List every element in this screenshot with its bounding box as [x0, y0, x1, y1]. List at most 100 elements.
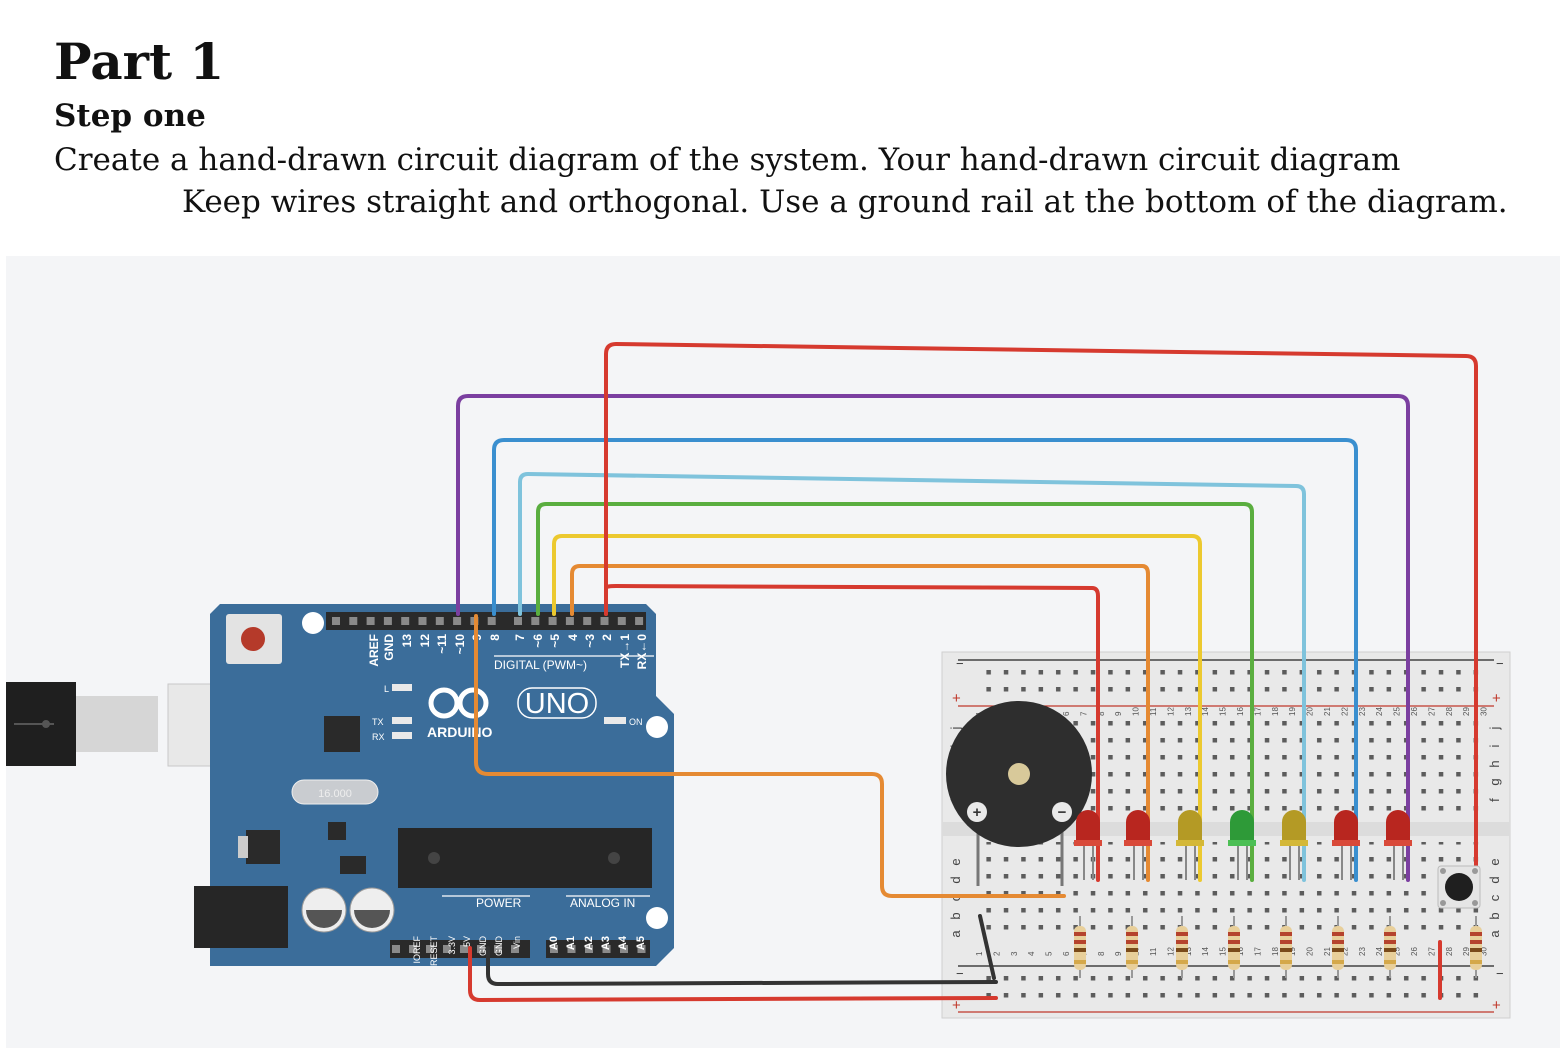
column-number: 5 [1045, 951, 1054, 956]
row-letter: b [948, 912, 963, 919]
column-number: 21 [1323, 947, 1332, 956]
digital-pin-hole [453, 617, 462, 625]
digital-header-label: DIGITAL (PWM~) [494, 658, 587, 672]
column-number: 30 [1480, 707, 1489, 716]
led [1384, 810, 1412, 880]
wire-red-pin2-button [604, 342, 1478, 868]
wire-green-pin5 [536, 502, 1254, 882]
column-number: 3 [1010, 951, 1019, 956]
uno-badge [517, 687, 597, 719]
analog-header-label: ANALOG IN [570, 896, 635, 910]
digital-pin-label: 12 [418, 634, 432, 648]
power-pin-hole [392, 945, 400, 953]
arduino-logo-icon [428, 687, 489, 719]
wire-yellow-pin4 [552, 534, 1202, 882]
column-number: 22 [1340, 947, 1349, 956]
led-label-on: ON [629, 717, 643, 727]
usb-icon [14, 720, 54, 728]
column-number: 25 [1393, 947, 1402, 956]
digital-pin-hole [635, 617, 644, 625]
digital-pin-hole [349, 617, 358, 625]
wire-blue-pin8 [492, 438, 1358, 882]
column-number: 8 [1097, 711, 1106, 716]
digital-pin-hole [531, 617, 540, 625]
bottom-pin-holes [392, 945, 646, 953]
column-number: 20 [1306, 707, 1315, 716]
power-pin-label: 3.3V [447, 936, 457, 955]
rail-plus-bottom-left: + [952, 997, 961, 1014]
led-label-rx: RX [372, 732, 385, 742]
digital-pin-label: ~6 [531, 634, 545, 648]
rail-plus-bottom-right: + [1492, 997, 1501, 1014]
digital-pin-hole [514, 617, 522, 625]
rail-minus-top-left: − [956, 656, 964, 671]
analog-pin-hole [620, 945, 628, 953]
led [1280, 810, 1308, 880]
led [1176, 810, 1204, 880]
column-number: 26 [1410, 707, 1419, 716]
digital-pin-hole [383, 617, 392, 625]
wire-orange-pin9-buzzer [474, 614, 1066, 898]
column-number: 4 [1027, 951, 1036, 956]
digital-pin-label: ~11 [435, 634, 449, 654]
analog-pin-label: A1 [565, 936, 577, 950]
column-number: 24 [1375, 707, 1384, 716]
power-pin-label: GND [494, 936, 504, 957]
resistor [1280, 916, 1292, 978]
analog-header [546, 940, 650, 958]
led [1332, 810, 1360, 880]
analog-pin-label: A2 [583, 936, 595, 950]
column-number: 23 [1358, 947, 1367, 956]
column-number: 6 [1062, 951, 1071, 956]
digital-pin-label: GND [382, 634, 396, 661]
power-pin-label: GND [478, 936, 488, 957]
digital-pin-hole [487, 617, 496, 625]
digital-pin-hole [617, 617, 626, 625]
column-number: 25 [1393, 707, 1402, 716]
digital-pin-hole [548, 617, 557, 625]
piezo-buzzer: + − [946, 701, 1092, 886]
resistor [1228, 916, 1240, 978]
led [1228, 810, 1256, 880]
column-number: 14 [1201, 707, 1210, 716]
column-number: 30 [1480, 947, 1489, 956]
analog-pin-hole [585, 945, 593, 953]
column-number: 28 [1445, 707, 1454, 716]
row-letter: i [1487, 744, 1502, 747]
power-pin-hole [443, 945, 451, 953]
column-number: 13 [1184, 947, 1193, 956]
analog-pin-label: A0 [548, 936, 560, 950]
power-pin-hole [477, 945, 485, 953]
resistor-group [1074, 916, 1482, 978]
column-number: 26 [1410, 947, 1419, 956]
buzzer-minus: − [1058, 804, 1067, 821]
column-number: 11 [1149, 947, 1158, 956]
resistor [1384, 916, 1396, 978]
digital-pin-label: 7 [513, 634, 527, 641]
resistor [1176, 916, 1188, 978]
digital-pin-label: 2 [600, 634, 614, 641]
wire-red-5v [468, 946, 998, 1002]
power-pin-hole [460, 945, 468, 953]
digital-header [326, 612, 646, 630]
column-number: 24 [1375, 947, 1384, 956]
breadboard-column-numbers-bottom: 1234567891011121314151617181920212223242… [975, 947, 1489, 956]
column-number: 17 [1253, 707, 1262, 716]
column-number: 27 [1427, 947, 1436, 956]
led-group [1074, 810, 1412, 880]
digital-pin-hole [583, 617, 592, 625]
led [1074, 810, 1102, 880]
instruction-line-2: Keep wires straight and orthogonal. Use … [182, 184, 1508, 220]
column-number: 9 [1114, 711, 1123, 716]
row-letter: j [948, 726, 963, 730]
column-number: 29 [1462, 947, 1471, 956]
digital-pin-hole [435, 617, 444, 625]
page-heading: Part 1 [54, 32, 225, 91]
power-pin-hole [494, 945, 502, 953]
power-pin-hole [409, 945, 417, 953]
column-number: 16 [1236, 707, 1245, 716]
